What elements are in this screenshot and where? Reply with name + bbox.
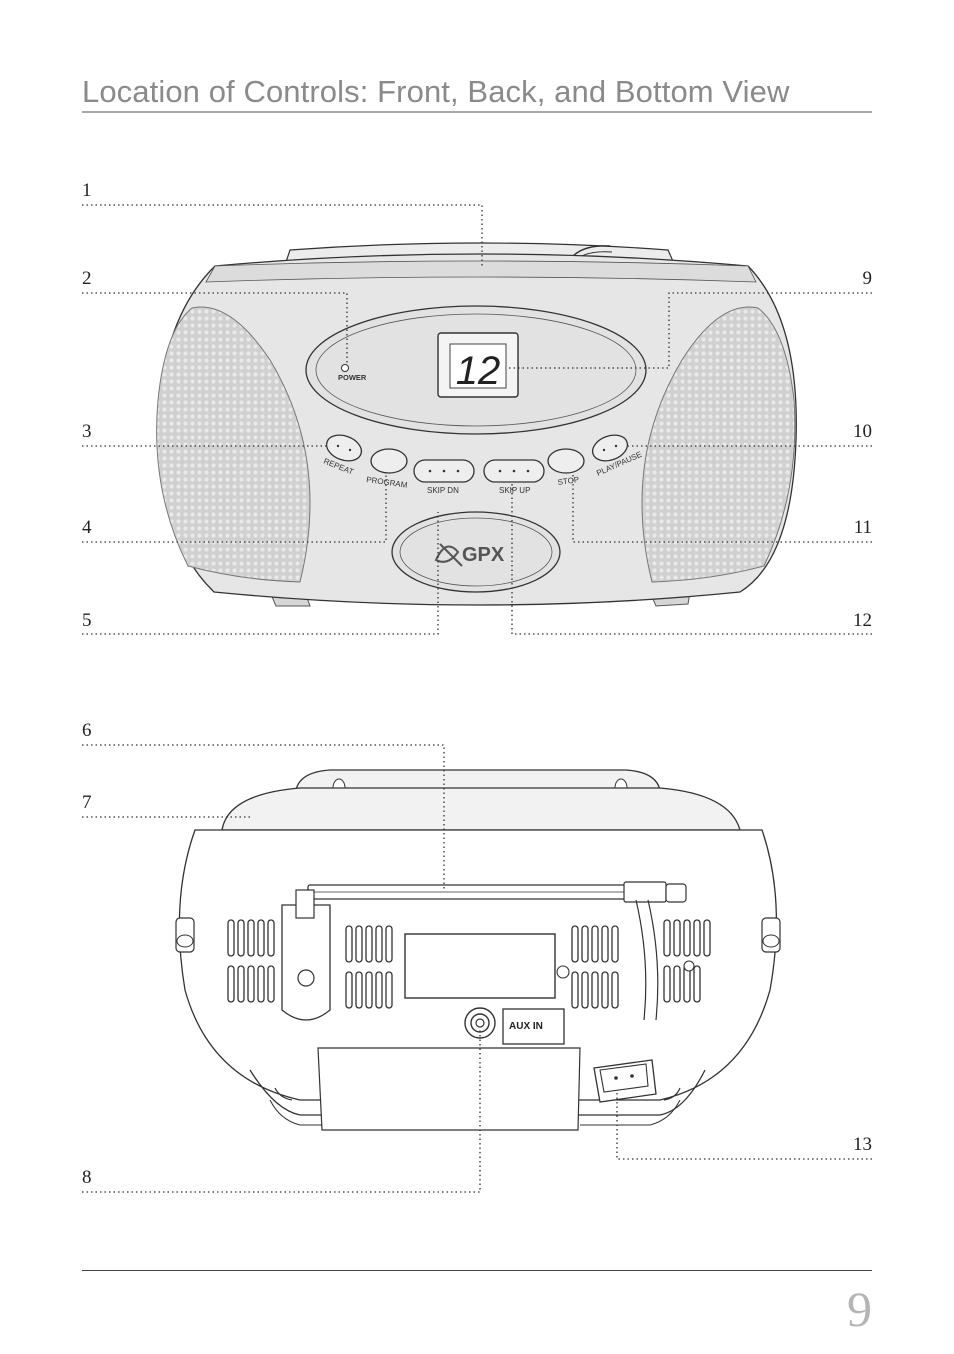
aux-in-label: AUX IN — [509, 1021, 543, 1032]
back-view — [175, 769, 781, 1131]
display-readout: 12 — [456, 349, 501, 393]
callout-8: 8 — [82, 1167, 92, 1188]
callout-10: 10 — [853, 421, 872, 442]
back-leader-lines — [82, 744, 872, 1193]
brand-logo-text: GPX — [462, 544, 505, 566]
button-label-skip-dn: SKIP DN — [427, 486, 459, 495]
button-label-skip-up: SKIP UP — [499, 486, 530, 495]
footer-rule — [82, 1270, 872, 1271]
front-view — [156, 242, 797, 607]
title-rule — [82, 111, 872, 113]
page-number: 9 — [847, 1281, 872, 1337]
callout-13: 13 — [853, 1134, 872, 1155]
callout-1: 1 — [82, 180, 92, 201]
callout-6: 6 — [82, 720, 92, 741]
callout-12: 12 — [853, 610, 872, 631]
callout-11: 11 — [853, 517, 872, 538]
callout-5: 5 — [82, 610, 92, 631]
page-title: Location of Controls: Front, Back, and B… — [82, 74, 790, 109]
callout-4: 4 — [82, 517, 92, 538]
button-label-stop: STOP — [557, 475, 580, 487]
power-label: POWER — [338, 373, 367, 382]
callout-7: 7 — [82, 792, 92, 813]
callout-3: 3 — [82, 421, 92, 442]
callout-9: 9 — [862, 268, 873, 289]
front-leader-lines — [82, 204, 872, 635]
callout-2: 2 — [82, 268, 92, 289]
